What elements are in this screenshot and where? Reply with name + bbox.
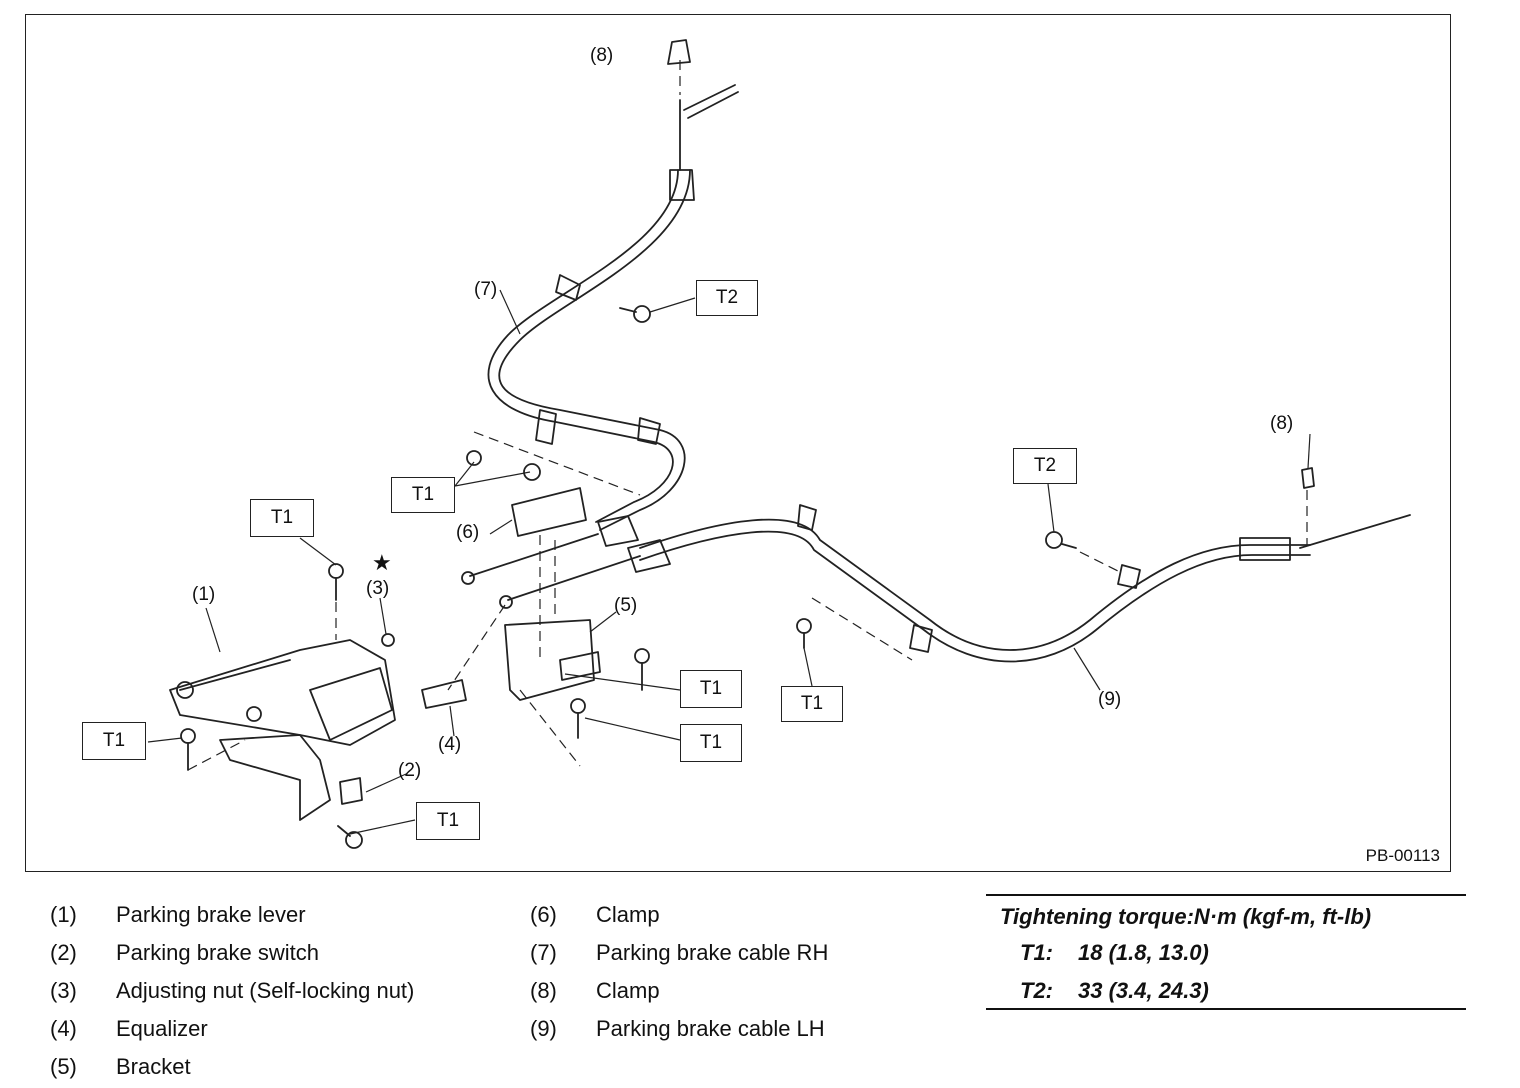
label-part-6: (6) bbox=[456, 522, 480, 543]
legend-item: (6) Clamp bbox=[530, 896, 828, 934]
torque-row-t1: T1: 18 (1.8, 13.0) bbox=[1020, 940, 1209, 966]
torque-table: Tightening torque:N·m (kgf-m, ft-lb) T1:… bbox=[986, 894, 1466, 1010]
callout-t1-left: T1 bbox=[82, 722, 146, 760]
figure-code: PB-00113 bbox=[1365, 846, 1440, 865]
torque-value: 18 (1.8, 13.0) bbox=[1078, 940, 1209, 965]
legend-text: Equalizer bbox=[116, 1016, 208, 1041]
label-part-8-top: (8) bbox=[590, 45, 614, 66]
legend-text: Clamp bbox=[596, 978, 660, 1003]
label-part-2: (2) bbox=[398, 760, 422, 781]
callout-t1-bottom: T1 bbox=[416, 802, 480, 840]
legend-num: (2) bbox=[50, 940, 77, 965]
legend-item: (7) Parking brake cable RH bbox=[530, 934, 828, 972]
legend-num: (7) bbox=[530, 940, 557, 965]
legend-item: (5) Bracket bbox=[50, 1048, 414, 1086]
label-part-3: (3) bbox=[366, 578, 390, 599]
label-part-4: (4) bbox=[438, 734, 462, 755]
legend-item: (1) Parking brake lever bbox=[50, 896, 414, 934]
legend-item: (9) Parking brake cable LH bbox=[530, 1010, 828, 1048]
legend-text: Parking brake cable RH bbox=[596, 940, 829, 965]
star-icon: ★ bbox=[372, 550, 392, 575]
cable-rh bbox=[461, 84, 739, 585]
legend-item: (2) Parking brake switch bbox=[50, 934, 414, 972]
legend-num: (4) bbox=[50, 1016, 77, 1041]
legend-num: (3) bbox=[50, 978, 77, 1003]
label-part-7: (7) bbox=[474, 279, 498, 300]
torque-value: 33 (3.4, 24.3) bbox=[1078, 978, 1209, 1003]
brake-lever bbox=[169, 639, 396, 821]
legend-text: Clamp bbox=[596, 902, 660, 927]
torque-row-t2: T2: 33 (3.4, 24.3) bbox=[1020, 978, 1209, 1004]
torque-key: T1: bbox=[1020, 940, 1053, 965]
legend-num: (8) bbox=[530, 978, 557, 1003]
callout-t2-right: T2 bbox=[1013, 448, 1077, 484]
legend-num: (1) bbox=[50, 902, 77, 927]
callout-t2-top: T2 bbox=[696, 280, 758, 316]
legend-text: Bracket bbox=[116, 1054, 191, 1079]
legend-text: Parking brake switch bbox=[116, 940, 319, 965]
label-part-9: (9) bbox=[1098, 689, 1122, 710]
legend-item: (4) Equalizer bbox=[50, 1010, 414, 1048]
legend-text: Parking brake cable LH bbox=[596, 1016, 825, 1041]
legend-text: Adjusting nut (Self-locking nut) bbox=[116, 978, 415, 1003]
torque-key: T2: bbox=[1020, 978, 1053, 1003]
cable-lh bbox=[499, 514, 1411, 663]
legend-left: (1) Parking brake lever (2) Parking brake … bbox=[50, 896, 414, 1086]
legend-num: (6) bbox=[530, 902, 557, 927]
legend-right: (6) Clamp (7) Parking brake cable RH (8) Cl… bbox=[530, 896, 828, 1048]
callout-t1-mid: T1 bbox=[391, 477, 455, 513]
callout-t1-right-a: T1 bbox=[680, 670, 742, 708]
torque-title: Tightening torque:N·m (kgf-m, ft-lb) bbox=[1000, 904, 1372, 929]
callout-t1-right-b: T1 bbox=[680, 724, 742, 762]
callout-t1-upper-left: T1 bbox=[250, 499, 314, 537]
label-part-8-right: (8) bbox=[1270, 413, 1294, 434]
legend-item: (3) Adjusting nut (Self-locking nut) bbox=[50, 972, 414, 1010]
callout-t1-center: T1 bbox=[781, 686, 843, 722]
legend-num: (5) bbox=[50, 1054, 77, 1079]
legend-num: (9) bbox=[530, 1016, 557, 1041]
label-part-5: (5) bbox=[614, 595, 638, 616]
legend-text: Parking brake lever bbox=[116, 902, 306, 927]
legend-item: (8) Clamp bbox=[530, 972, 828, 1010]
label-part-1: (1) bbox=[192, 584, 216, 605]
bolts bbox=[180, 305, 1077, 849]
parking-brake-illustration bbox=[147, 39, 1411, 849]
diagram-frame bbox=[25, 14, 1451, 872]
